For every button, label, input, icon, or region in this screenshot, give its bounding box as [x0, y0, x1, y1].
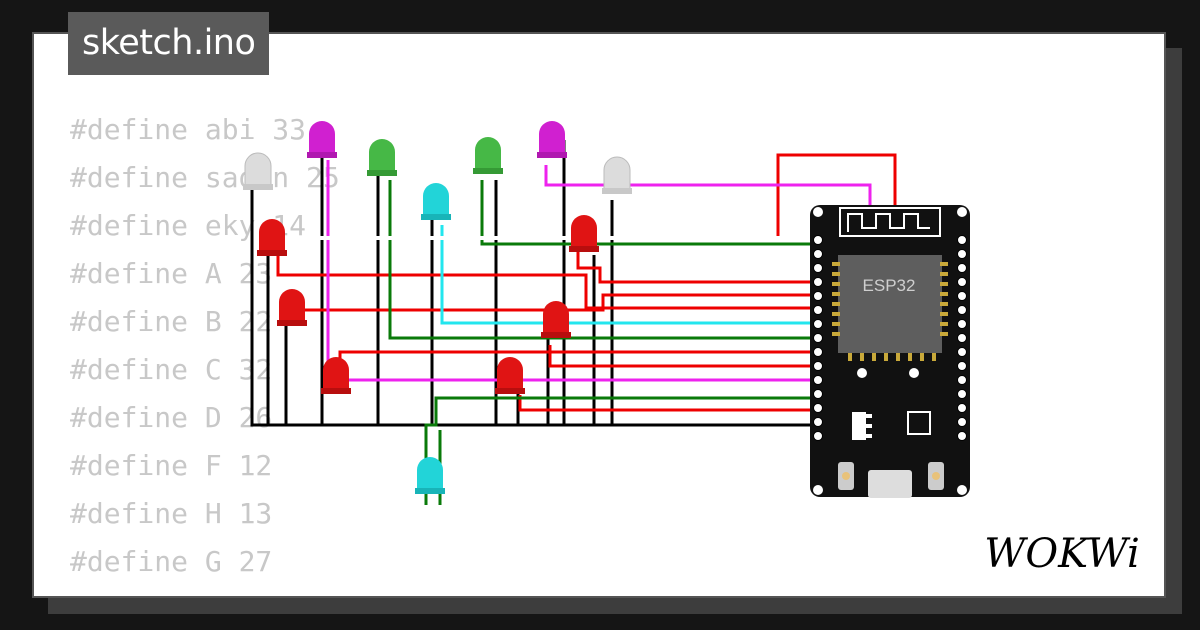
code-line: #define C 32 — [70, 353, 273, 386]
led-magenta-icon — [307, 121, 337, 158]
preview-card: #define abi 33 #define sadon 25 #define … — [32, 32, 1166, 598]
file-tab[interactable]: sketch.ino — [68, 12, 270, 75]
cyan-wire — [440, 225, 818, 325]
led-red-icon — [321, 357, 351, 394]
led-white-icon — [602, 156, 632, 194]
chip-label: ESP32 — [863, 276, 916, 295]
led-red-icon — [569, 215, 599, 252]
led-white-icon — [243, 152, 273, 190]
code-line: #define H 13 — [70, 497, 273, 530]
code-line: #define G 27 — [70, 545, 273, 578]
wokwi-logo: WOKWi — [984, 531, 1140, 577]
esp32-board: ESP32 — [810, 205, 970, 498]
led-red-icon — [277, 289, 307, 326]
ground-wires — [250, 140, 818, 427]
led-red-icon — [257, 219, 287, 256]
led-magenta-icon — [537, 121, 567, 158]
led-green-icon — [367, 139, 397, 176]
led-green-icon — [473, 137, 503, 174]
led-red-icon — [495, 357, 525, 394]
led-cyan-icon — [415, 457, 445, 494]
code-background: #define abi 33 #define sadon 25 #define … — [70, 106, 340, 596]
led-cyan-icon — [421, 183, 451, 220]
code-line: #define eky 14 — [70, 209, 307, 242]
code-line: #define E 21 — [70, 586, 340, 596]
code-line: #define F 12 — [70, 449, 273, 482]
led-red-icon — [541, 301, 571, 338]
code-line: #define abi 33 — [70, 113, 307, 146]
